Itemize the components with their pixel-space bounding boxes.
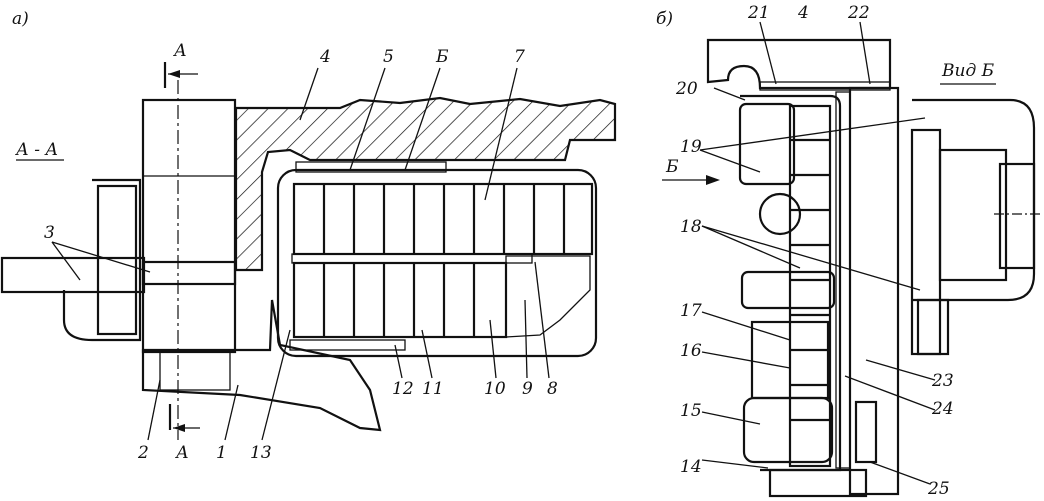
arrow-label: Б (665, 157, 679, 177)
label-17: 17 (680, 301, 702, 321)
label-10: 10 (484, 379, 506, 399)
lower-pack (292, 261, 508, 339)
insulation-24 (835, 91, 851, 469)
clip-15 (742, 396, 834, 464)
leaders-b (699, 21, 936, 485)
label-8: 8 (547, 379, 558, 399)
shaft (141, 98, 237, 354)
label-4b: 4 (797, 3, 809, 23)
figure-a: а) А - А А А 3 4 5 Б 7 8 9 10 11 12 13 1… (0, 9, 617, 463)
label-21: 21 (747, 3, 770, 23)
lower-gasket (289, 339, 406, 351)
upper-pack (292, 182, 594, 256)
label-24: 24 (931, 399, 954, 419)
label-25: 25 (927, 479, 950, 499)
label-9: 9 (522, 379, 533, 399)
left-case (62, 178, 142, 342)
case-b (740, 94, 842, 472)
figure-b-letter: б) (656, 9, 673, 29)
upper-gasket (295, 161, 447, 173)
section-mark-bottom-label: А (175, 443, 189, 463)
left-flange (0, 256, 146, 294)
bracket (141, 299, 382, 432)
view-arrowhead (706, 175, 720, 185)
label-12: 12 (392, 379, 414, 399)
label-2: 2 (137, 443, 149, 463)
label-22: 22 (847, 3, 870, 23)
block-19 (738, 102, 796, 186)
housing-top-b (706, 38, 892, 90)
filler (505, 255, 591, 338)
separator-plate (291, 253, 533, 264)
leaders-a (51, 67, 550, 441)
view-b (910, 98, 1040, 356)
section-arrowhead-bottom (173, 424, 185, 432)
label-14: 14 (680, 457, 702, 477)
part-25 (854, 400, 878, 464)
gasket-21 (759, 81, 891, 91)
plate-stack (788, 104, 832, 468)
bottom-housing (768, 468, 868, 498)
label-15: 15 (680, 401, 702, 421)
view-label: Вид Б (941, 61, 995, 81)
figure-a-letter: а) (12, 9, 29, 29)
bracket-cut (159, 351, 231, 391)
label-23: 23 (931, 371, 954, 391)
label-5: 5 (383, 47, 394, 67)
section-arrowhead-top (168, 70, 180, 78)
label-18: 18 (680, 217, 702, 237)
label-20: 20 (675, 79, 698, 99)
label-3: 3 (44, 223, 55, 243)
section-label: А - А (15, 140, 58, 160)
label-11: 11 (422, 379, 444, 399)
figure-b: б) Вид Б Б 20 21 4 22 19 18 17 16 15 14 … (656, 3, 1040, 499)
label-B: Б (435, 47, 449, 67)
core-casing (276, 168, 598, 358)
housing-body (234, 96, 617, 272)
frame-23 (848, 86, 900, 496)
section-mark-top-label: А (173, 41, 187, 61)
label-16: 16 (680, 341, 702, 361)
shaft-groove (141, 260, 237, 286)
rivet-18 (758, 192, 802, 236)
label-1: 1 (216, 443, 227, 463)
block-lower (740, 270, 836, 310)
label-13: 13 (250, 443, 272, 463)
label-19: 19 (680, 137, 702, 157)
label-7: 7 (514, 47, 525, 67)
label-4: 4 (319, 47, 331, 67)
left-coil (96, 184, 138, 336)
